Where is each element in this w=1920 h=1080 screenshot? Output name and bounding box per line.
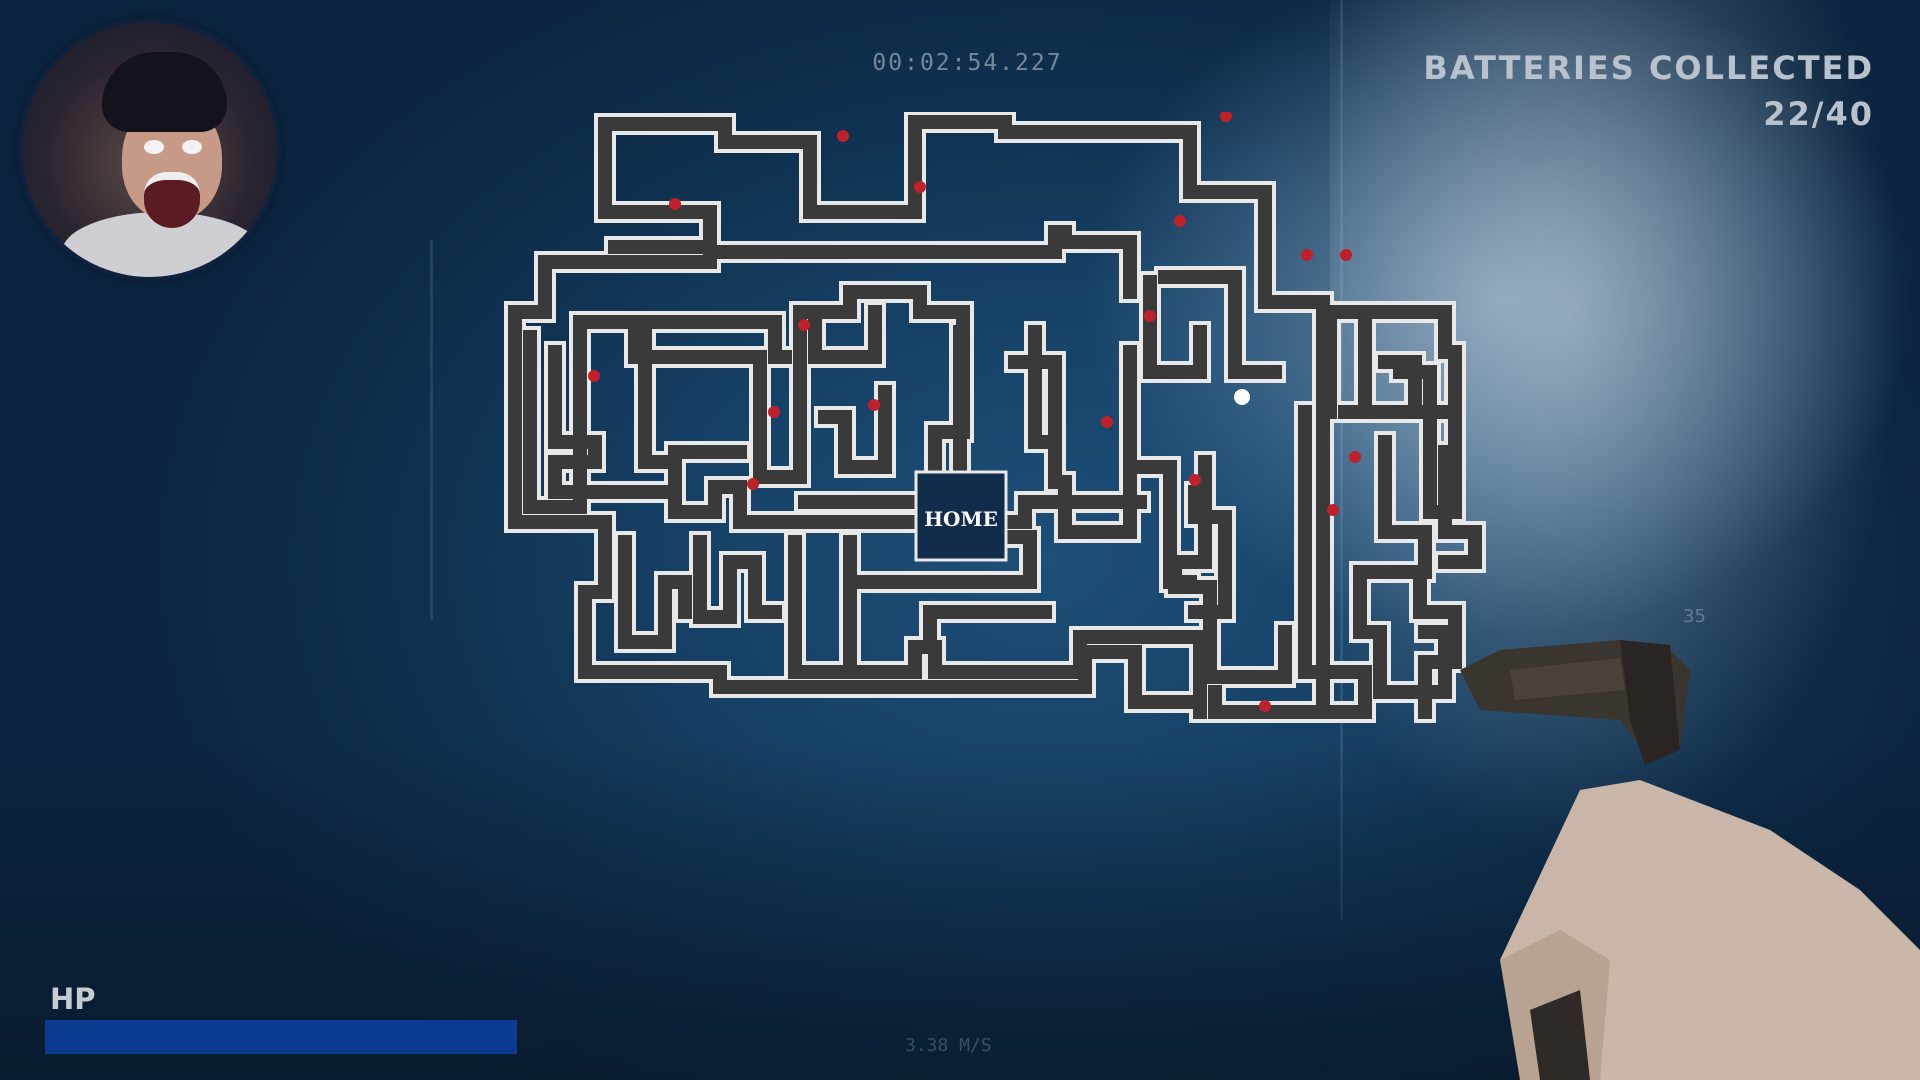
room-corner-line [430, 240, 433, 620]
battery-marker [1144, 310, 1156, 322]
maze-corridor [1168, 455, 1292, 684]
room-corner-line [1340, 0, 1343, 920]
maze-corridor [1208, 685, 1372, 719]
pistol-icon [1460, 640, 1920, 1080]
maze-corridor [1028, 325, 1137, 539]
hp-label: HP [50, 982, 96, 1016]
battery-marker [1340, 249, 1352, 261]
home-room: HOME [914, 470, 1008, 562]
battery-markers [588, 112, 1361, 712]
maze-corridor [638, 315, 1147, 529]
battery-marker [1259, 700, 1271, 712]
maze-corridor [843, 605, 1052, 679]
webcam-overlay [22, 22, 277, 277]
maze-corridor [818, 385, 892, 474]
maze-corridor [598, 115, 1330, 719]
battery-marker [837, 130, 849, 142]
battery-marker [1174, 215, 1186, 227]
maze-corridor [628, 285, 970, 509]
maze-corridor [1373, 625, 1452, 699]
maze-corridor [1158, 270, 1282, 379]
hp-bar [45, 1020, 517, 1054]
maze-corridor [1413, 565, 1462, 719]
maze-corridor [1348, 305, 1462, 419]
hp-bar-fill [45, 1020, 517, 1054]
battery-marker [747, 478, 759, 490]
battery-marker [1301, 249, 1313, 261]
battery-marker [1101, 416, 1113, 428]
maze-corridor [618, 535, 692, 649]
ammo-count: 35 [1683, 606, 1706, 627]
webcam-person-hair [102, 52, 227, 132]
battery-marker [768, 406, 780, 418]
maze-corridor [1008, 355, 1062, 449]
run-timer: 00:02:54.227 [872, 50, 1063, 76]
maze-corridor [1438, 445, 1482, 569]
maze-corridor [1143, 275, 1207, 379]
maze-map: HOME [504, 112, 1486, 723]
battery-marker [868, 399, 880, 411]
maze-corridor [808, 305, 882, 364]
webcam-person-mouth [144, 172, 200, 228]
player-cursor [1234, 389, 1250, 405]
battery-marker [1220, 112, 1232, 122]
battery-marker [914, 181, 926, 193]
battery-marker [1349, 451, 1361, 463]
batteries-counter: BATTERIES COLLECTED 22/40 [1423, 45, 1874, 137]
maze-corridor [1298, 405, 1372, 719]
maze-corridor [1323, 305, 1372, 419]
maze-corridor [1188, 485, 1232, 619]
speed-readout: 3.38 M/S [905, 1035, 992, 1056]
battery-marker [588, 370, 600, 382]
maze-corridor [508, 240, 1207, 709]
webcam-person-eye [144, 140, 164, 154]
maze-corridor-outline [614, 531, 696, 653]
battery-marker [1327, 504, 1339, 516]
maze-corridor [928, 630, 1207, 719]
batteries-label: BATTERIES COLLECTED [1423, 49, 1874, 87]
maze-corridor [598, 117, 1137, 299]
battery-marker [1189, 474, 1201, 486]
maze-corridor [523, 315, 792, 514]
maze-corridor [1378, 355, 1422, 419]
batteries-count: 22/40 [1763, 95, 1874, 133]
webcam-person-eye [182, 140, 202, 154]
maze-corridor [693, 535, 782, 624]
maze-corridor-outline [1139, 271, 1211, 383]
maze-walls [504, 112, 1486, 723]
maze-corridor [788, 535, 857, 679]
battery-marker [669, 198, 681, 210]
home-label: HOME [924, 507, 998, 531]
battery-marker [798, 319, 810, 331]
